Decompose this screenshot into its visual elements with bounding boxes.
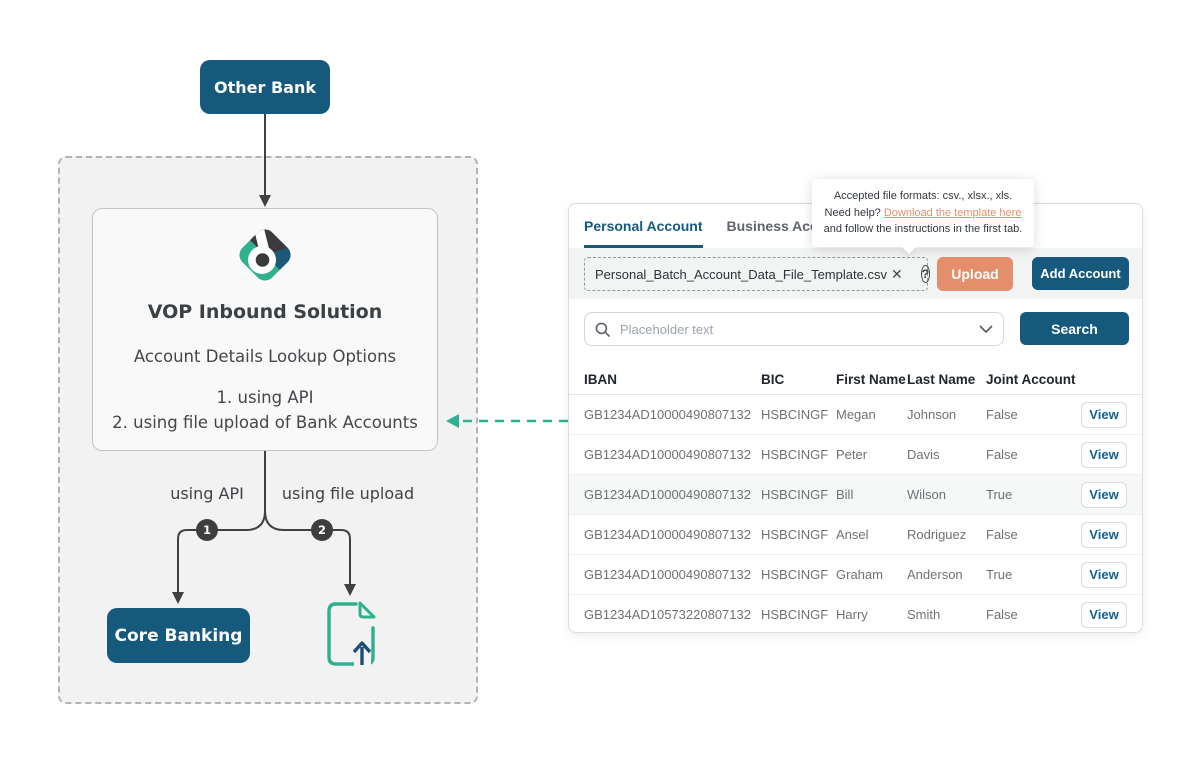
- add-account-button[interactable]: Add Account: [1032, 257, 1129, 290]
- solution-title: VOP Inbound Solution: [147, 301, 383, 323]
- view-button[interactable]: View: [1081, 521, 1127, 548]
- cell-first-name: Megan: [836, 407, 876, 422]
- view-button[interactable]: View: [1081, 401, 1127, 428]
- core-banking-label: Core Banking: [114, 625, 243, 646]
- cell-joint-account: False: [986, 527, 1018, 542]
- cell-iban: GB1234AD10000490807132: [584, 447, 751, 462]
- table-row: GB1234AD10000490807132 HSBCINGF Megan Jo…: [569, 395, 1142, 435]
- cell-first-name: Harry: [836, 607, 868, 622]
- cell-last-name: Johnson: [907, 407, 957, 422]
- other-bank-node: Other Bank: [200, 60, 330, 114]
- cell-bic: HSBCINGF: [761, 607, 829, 622]
- view-button[interactable]: View: [1081, 441, 1127, 468]
- table-row: GB1234AD10000490807132 HSBCINGF Bill Wil…: [569, 475, 1142, 515]
- search-input[interactable]: [618, 320, 979, 338]
- branch-1-badge: 1: [196, 519, 218, 541]
- file-name: Personal_Batch_Account_Data_File_Templat…: [595, 266, 887, 282]
- solution-subtitle: Account Details Lookup Options: [133, 347, 397, 366]
- view-button[interactable]: View: [1081, 481, 1127, 508]
- accounts-panel: Personal Account Business Account Person…: [568, 203, 1143, 633]
- col-header-last-name: Last Name: [907, 371, 976, 387]
- tooltip-text-after: and follow the instructions in the first…: [823, 223, 1023, 235]
- cell-first-name: Bill: [836, 487, 854, 502]
- download-template-link[interactable]: Download the template here: [883, 206, 1022, 219]
- branch-file-label: using file upload: [281, 484, 415, 503]
- cell-first-name: Graham: [836, 567, 883, 582]
- col-header-joint-account: Joint Account: [986, 371, 1076, 387]
- cell-joint-account: True: [986, 487, 1013, 502]
- file-upload-icon: [322, 598, 382, 668]
- cell-joint-account: False: [986, 447, 1018, 462]
- cell-last-name: Rodriguez: [907, 527, 967, 542]
- cell-iban: GB1234AD10000490807132: [584, 567, 751, 582]
- view-button[interactable]: View: [1081, 601, 1127, 628]
- cell-iban: GB1234AD10573220807132: [584, 607, 751, 622]
- col-header-first-name: First Name: [836, 371, 906, 387]
- search-icon: [595, 322, 610, 337]
- view-button[interactable]: View: [1081, 561, 1127, 588]
- cell-bic: HSBCINGF: [761, 407, 829, 422]
- branch-2-badge: 2: [311, 519, 333, 541]
- chevron-down-icon[interactable]: [979, 325, 993, 334]
- col-header-iban: IBAN: [584, 371, 617, 387]
- cell-last-name: Anderson: [907, 567, 963, 582]
- cell-iban: GB1234AD10000490807132: [584, 527, 751, 542]
- tab-personal-account[interactable]: Personal Account: [584, 204, 703, 248]
- cell-joint-account: False: [986, 407, 1018, 422]
- cell-iban: GB1234AD10000490807132: [584, 487, 751, 502]
- cell-first-name: Peter: [836, 447, 868, 462]
- cell-bic: HSBCINGF: [761, 527, 829, 542]
- file-upload-row: Personal_Batch_Account_Data_File_Templat…: [569, 248, 1142, 299]
- cell-last-name: Smith: [907, 607, 941, 622]
- accounts-table: IBAN BIC First Name Last Name Joint Acco…: [569, 364, 1142, 634]
- search-box[interactable]: [584, 312, 1004, 346]
- cell-first-name: Ansel: [836, 527, 869, 542]
- solution-option-2: 2. using file upload of Bank Accounts: [112, 413, 418, 432]
- help-icon[interactable]: ?: [920, 265, 931, 283]
- vop-solution-box: VOP Inbound Solution Account Details Loo…: [92, 208, 438, 451]
- cell-joint-account: True: [986, 567, 1013, 582]
- tab-personal-account-label: Personal Account: [584, 218, 703, 234]
- other-bank-label: Other Bank: [214, 77, 316, 97]
- cell-last-name: Davis: [907, 447, 940, 462]
- cell-last-name: Wilson: [907, 487, 947, 502]
- branch-api-label: using API: [170, 484, 244, 503]
- tooltip-text-before: Accepted file formats: csv., xlsx., xls.…: [824, 190, 1013, 219]
- cell-bic: HSBCINGF: [761, 487, 829, 502]
- col-header-bic: BIC: [761, 371, 785, 387]
- cell-bic: HSBCINGF: [761, 447, 829, 462]
- file-field[interactable]: Personal_Batch_Account_Data_File_Templat…: [584, 257, 931, 291]
- search-row: Search: [569, 312, 1142, 346]
- clear-file-icon[interactable]: ✕: [890, 265, 903, 282]
- table-row: GB1234AD10573220807132 HSBCINGF Harry Sm…: [569, 595, 1142, 634]
- table-row: GB1234AD10000490807132 HSBCINGF Ansel Ro…: [569, 515, 1142, 555]
- core-banking-node: Core Banking: [107, 608, 250, 663]
- table-row: GB1234AD10000490807132 HSBCINGF Peter Da…: [569, 435, 1142, 475]
- solution-option-1: 1. using API: [216, 388, 314, 407]
- upload-button[interactable]: Upload: [937, 257, 1013, 291]
- table-row: GB1234AD10000490807132 HSBCINGF Graham A…: [569, 555, 1142, 595]
- vop-logo-icon: [233, 223, 297, 287]
- file-format-tooltip: Accepted file formats: csv., xlsx., xls.…: [812, 179, 1034, 247]
- cell-iban: GB1234AD10000490807132: [584, 407, 751, 422]
- search-button[interactable]: Search: [1020, 312, 1129, 345]
- cell-bic: HSBCINGF: [761, 567, 829, 582]
- table-header-row: IBAN BIC First Name Last Name Joint Acco…: [569, 364, 1142, 395]
- cell-joint-account: False: [986, 607, 1018, 622]
